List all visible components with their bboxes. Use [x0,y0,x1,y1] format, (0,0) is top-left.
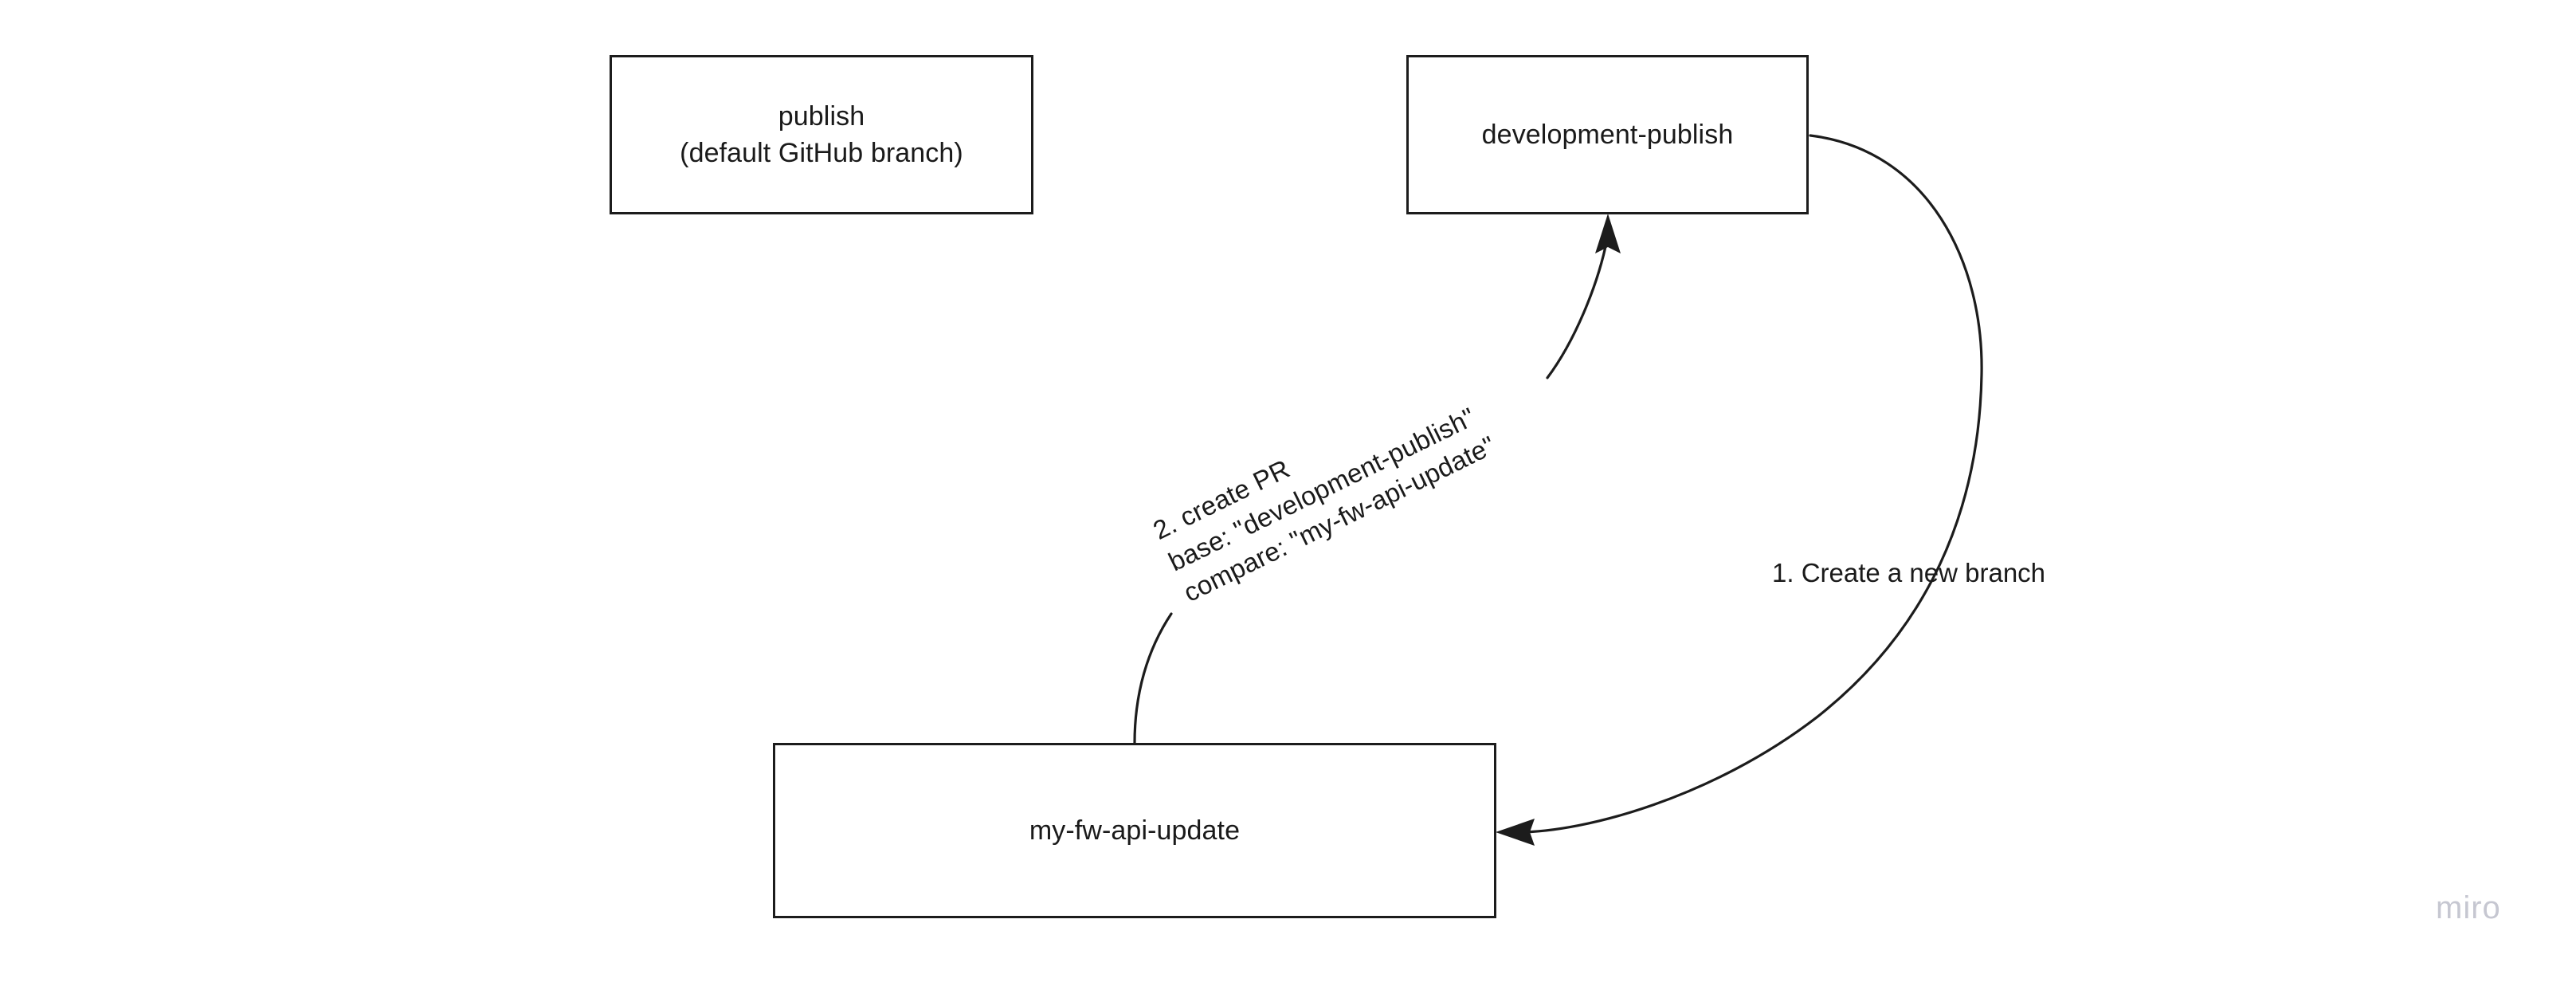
node-development-publish[interactable]: development-publish [1406,55,1809,214]
edge-create-pr-path-lower [1133,612,1173,744]
node-my-fw-api-update[interactable]: my-fw-api-update [773,743,1496,918]
edge-create-pr-arrowhead [1595,214,1621,253]
edge-label-create-pr: 2. create PR base: "development-publish"… [1148,401,1500,608]
edge-create-pr-path-upper [1546,238,1609,379]
edge-create-branch-path [1516,134,1983,834]
edge-create-branch [1496,134,1983,846]
node-development-publish-label: development-publish [1481,119,1734,150]
edge-create-branch-arrowhead [1496,819,1535,846]
node-publish-label: publish (default GitHub branch) [680,100,963,168]
edge-label-create-branch: 1. Create a new branch [1772,558,2046,587]
miro-watermark: miro [2436,890,2501,925]
node-publish[interactable]: publish (default GitHub branch) [610,55,1033,214]
node-my-fw-api-update-label: my-fw-api-update [1029,815,1241,846]
